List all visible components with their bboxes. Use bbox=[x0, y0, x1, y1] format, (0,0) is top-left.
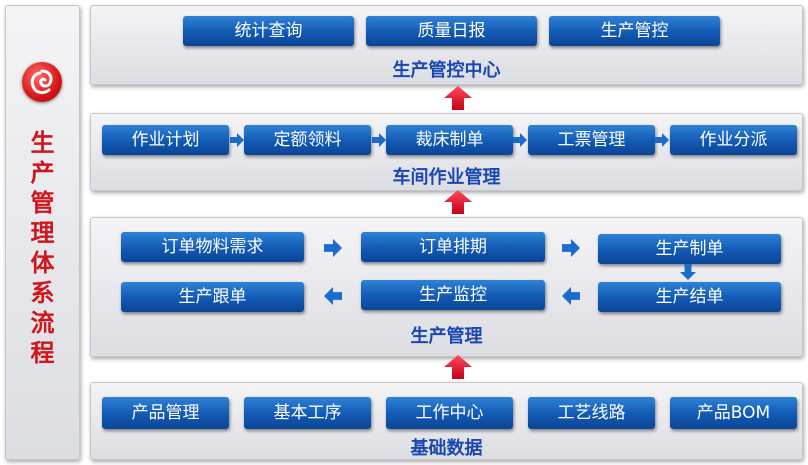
product-management-button[interactable]: 产品管理 bbox=[102, 397, 229, 429]
arrow-right-icon bbox=[324, 239, 342, 257]
control-center-title: 生产管控中心 bbox=[392, 60, 501, 81]
work-plan-button[interactable]: 作业计划 bbox=[102, 125, 229, 155]
production-control-button[interactable]: 生产管控 bbox=[549, 16, 720, 46]
arrow-right-icon bbox=[230, 133, 244, 147]
quality-report-button[interactable]: 质量日报 bbox=[366, 16, 537, 46]
side-title-char: 流 bbox=[30, 309, 55, 337]
product-bom-button[interactable]: 产品BOM bbox=[670, 397, 797, 429]
logo-icon bbox=[22, 62, 62, 102]
quota-material-button[interactable]: 定额领料 bbox=[244, 125, 371, 155]
up-arrow-icon bbox=[444, 355, 472, 379]
side-title-char: 生 bbox=[30, 129, 55, 157]
basic-process-button[interactable]: 基本工序 bbox=[244, 397, 371, 429]
arrow-right-icon bbox=[562, 239, 580, 257]
production-title: 生产管理 bbox=[410, 326, 483, 347]
cutting-order-button[interactable]: 裁床制单 bbox=[386, 125, 513, 155]
arrow-right-icon bbox=[513, 133, 527, 147]
production-monitor-button[interactable]: 生产监控 bbox=[361, 280, 545, 310]
arrow-left-icon bbox=[562, 287, 580, 305]
job-dispatch-button[interactable]: 作业分派 bbox=[670, 125, 797, 155]
base-data-title: 基础数据 bbox=[410, 438, 483, 459]
production-order-button[interactable]: 生产制单 bbox=[598, 234, 781, 264]
workshop-title: 车间作业管理 bbox=[392, 167, 501, 188]
order-schedule-button[interactable]: 订单排期 bbox=[361, 232, 545, 262]
side-title-char: 体 bbox=[30, 249, 55, 277]
side-title-char: 理 bbox=[30, 219, 55, 247]
side-title-char: 管 bbox=[30, 189, 55, 217]
stat-query-button[interactable]: 统计查询 bbox=[183, 16, 354, 46]
production-close-button[interactable]: 生产结单 bbox=[598, 282, 781, 312]
side-title-char: 系 bbox=[30, 279, 55, 307]
up-arrow-icon bbox=[444, 190, 472, 214]
ticket-management-button[interactable]: 工票管理 bbox=[528, 125, 655, 155]
up-arrow-icon bbox=[444, 86, 472, 110]
order-material-demand-button[interactable]: 订单物料需求 bbox=[121, 232, 304, 262]
side-title-char: 产 bbox=[30, 159, 55, 187]
arrow-right-icon bbox=[372, 133, 386, 147]
side-title-char: 程 bbox=[30, 339, 55, 367]
arrow-right-icon bbox=[655, 133, 669, 147]
production-tracking-button[interactable]: 生产跟单 bbox=[121, 282, 304, 312]
work-center-button[interactable]: 工作中心 bbox=[386, 397, 513, 429]
arrow-down-icon bbox=[680, 264, 696, 280]
side-title: 生 产 管 理 体 系 流 程 bbox=[5, 128, 80, 368]
process-route-button[interactable]: 工艺线路 bbox=[528, 397, 655, 429]
arrow-left-icon bbox=[324, 287, 342, 305]
